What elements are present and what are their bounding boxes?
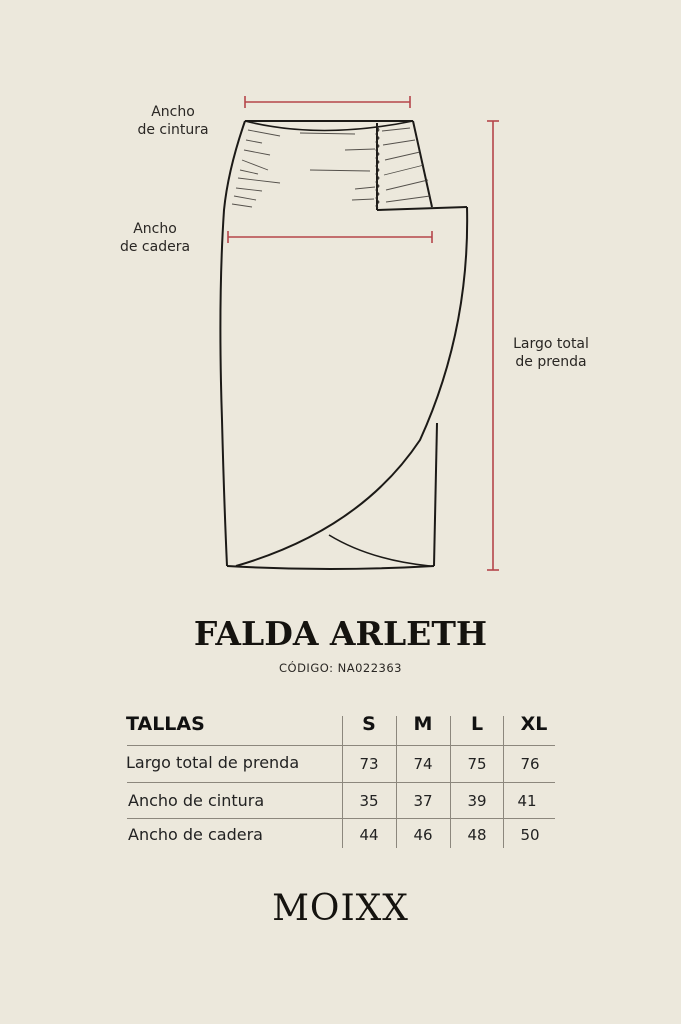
table-header-label: TALLAS [126,713,205,735]
table-cell: 46 [413,826,433,844]
table-column-divider [503,716,504,848]
table-cell: 75 [467,755,487,773]
product-code: CÓDIGO: NA022363 [279,661,402,675]
size-header-xl: XL [520,713,548,735]
table-cell: 50 [520,826,540,844]
length-label-line1: Largo total [513,336,589,352]
table-column-divider [396,716,397,848]
waist-label-line2: de cintura [137,122,209,138]
table-cell: 76 [520,755,540,773]
hip-label-line2: de cadera [119,239,191,255]
waist-measure-line [244,96,411,108]
hip-measure-line [227,231,433,243]
table-cell: 74 [413,755,433,773]
table-column-divider [342,716,343,848]
product-title: FALDA ARLETH [193,614,488,653]
brand-logo: MOIXX [272,888,409,929]
waist-width-label: Ancho de cintura [128,103,218,139]
table-cell: 48 [467,826,487,844]
table-divider [127,782,555,783]
table-cell: 35 [359,792,379,810]
skirt-outline [219,120,469,570]
size-header-s: S [362,713,376,735]
waist-label-line1: Ancho [151,104,195,120]
table-cell: 37 [413,792,433,810]
shirring-lines [231,127,431,208]
hip-width-label: Ancho de cadera [110,220,200,256]
table-cell: 44 [359,826,379,844]
size-header-m: M [413,713,433,735]
row-label-hip-width: Ancho de cadera [128,825,263,844]
length-label-line2: de prenda [515,354,587,370]
table-divider [127,818,555,819]
length-measure-line [487,120,499,571]
row-label-total-length: Largo total de prenda [126,753,300,772]
table-divider [127,745,555,746]
size-header-l: L [470,713,484,735]
hip-label-line1: Ancho [133,221,177,237]
table-column-divider [450,716,451,848]
table-cell: 41 [517,792,537,810]
row-label-waist-width: Ancho de cintura [128,791,265,810]
table-cell: 39 [467,792,487,810]
table-cell: 73 [359,755,379,773]
skirt-technical-drawing [219,96,499,571]
center-seam-zigzag [375,125,380,209]
total-length-label: Largo total de prenda [505,335,597,371]
